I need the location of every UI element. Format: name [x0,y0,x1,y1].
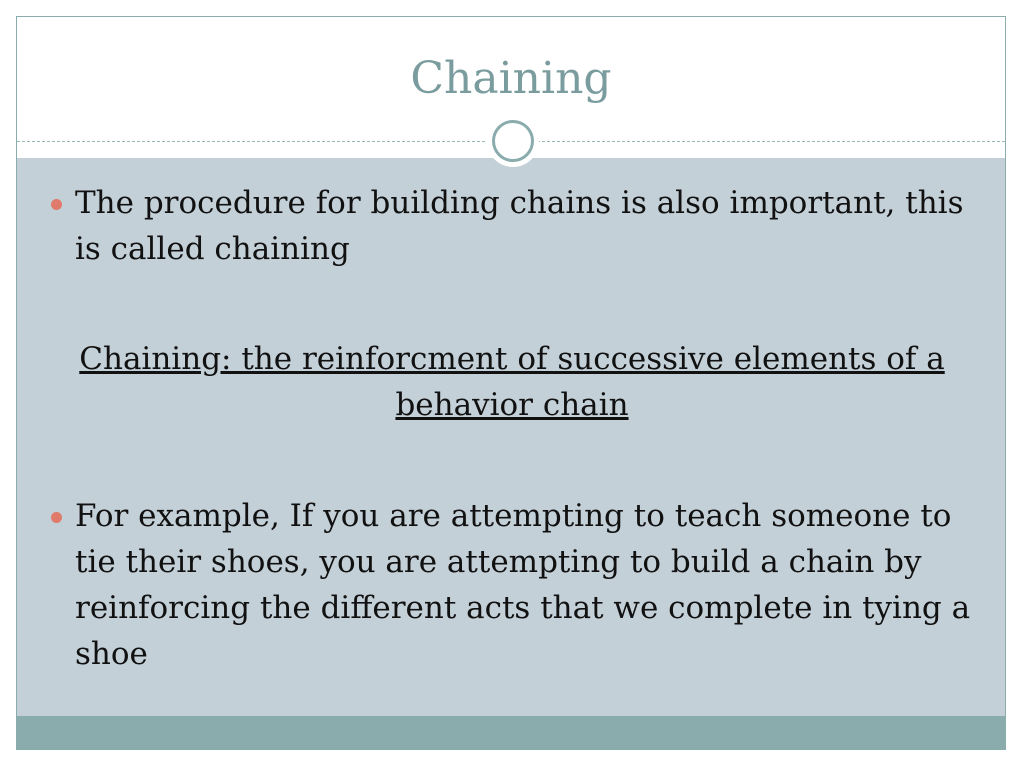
content-area: The procedure for building chains is als… [17,158,1005,716]
definition-text: Chaining: the reinforcment of successive… [79,341,945,423]
bullet-dot-icon [51,199,62,210]
bullet-text-2: For example, If you are attempting to te… [75,498,971,672]
slide: Chaining The procedure for building chai… [16,16,1006,750]
divider-ring-inner [492,120,534,162]
bullet-text-1: The procedure for building chains is als… [75,185,964,267]
footer-band [17,716,1005,749]
divider-ring-icon [487,115,539,167]
bullet-item-2: For example, If you are attempting to te… [17,493,1005,677]
bullet-item-1: The procedure for building chains is als… [17,180,1005,272]
bullet-dot-icon [51,512,62,523]
slide-title: Chaining [410,53,612,104]
